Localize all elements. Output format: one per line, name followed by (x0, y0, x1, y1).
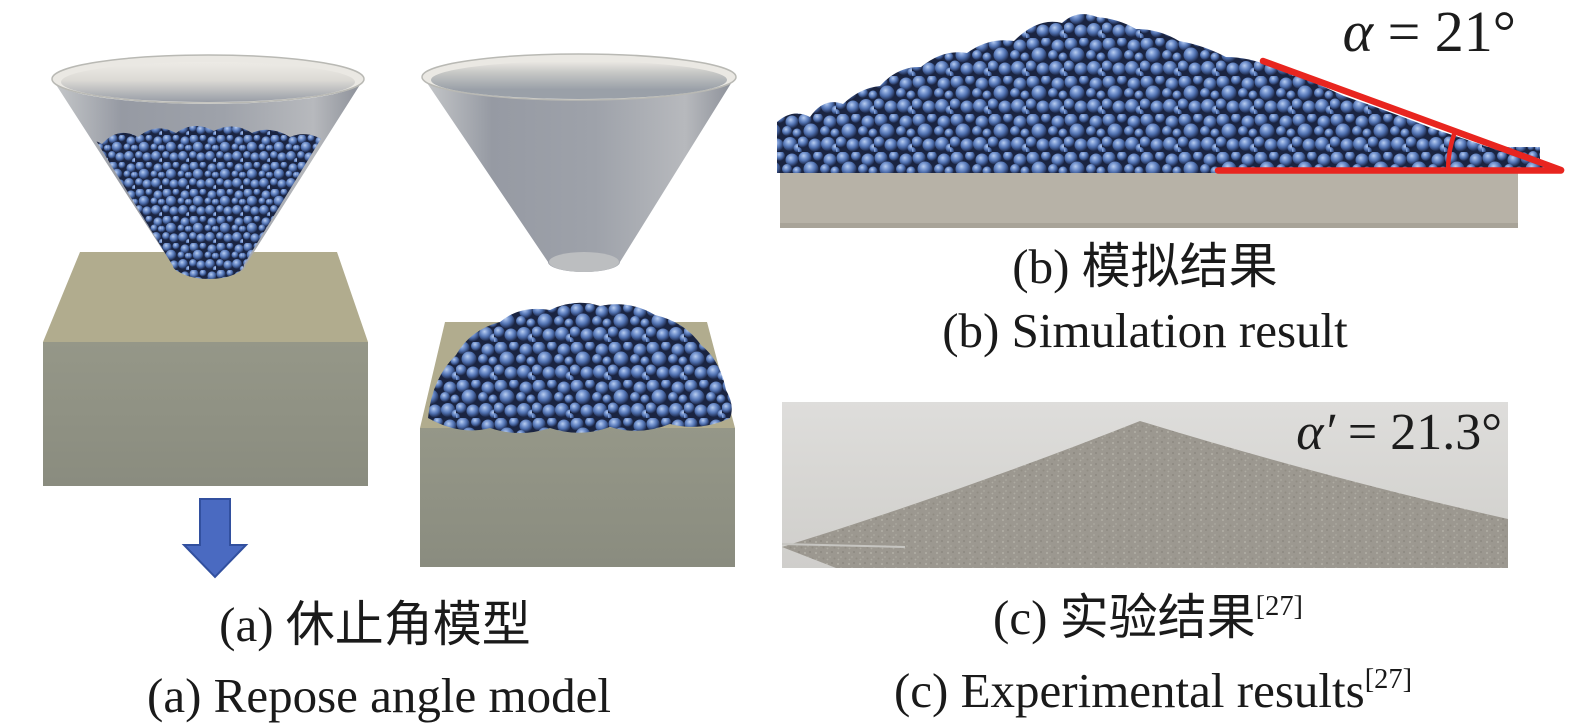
caption-c-zh-text: (c) 实验结果 (993, 590, 1256, 645)
empty-funnel (421, 53, 737, 272)
experiment-photo (781, 402, 1508, 568)
base-slab (780, 173, 1518, 228)
caption-b-chinese: (b) 模拟结果 (845, 239, 1445, 295)
angle-label-simulation: α = 21° (1320, 2, 1516, 62)
substrate-box-1 (43, 252, 368, 486)
funnel1-particle-bulge (174, 264, 244, 279)
simulation-pile (777, 14, 1561, 173)
angle-arc (1445, 129, 1458, 173)
caption-a-english: (a) Repose angle model (79, 668, 679, 723)
angle-slope-line (1259, 57, 1565, 174)
caption-c-english: (c) Experimental results[27] (853, 663, 1453, 719)
alpha-value: = 21° (1373, 0, 1516, 64)
sand-pile (782, 421, 1508, 568)
box2-front-face (420, 428, 735, 567)
caption-a-chinese: (a) 休止角模型 (95, 597, 655, 653)
alpha-symbol: α (1342, 0, 1374, 64)
caption-a-en-text: (a) Repose angle model (147, 668, 611, 723)
alpha-prime-value: = 21.3° (1334, 404, 1502, 461)
caption-b-en-text: (b) Simulation result (942, 303, 1348, 358)
particle-mound (428, 302, 732, 433)
angle-label-experiment: α′ = 21.3° (1270, 406, 1502, 460)
caption-a-zh-text: (a) 休止角模型 (219, 597, 531, 652)
caption-c-chinese: (c) 实验结果[27] (848, 590, 1448, 646)
box1-front-face (43, 342, 368, 486)
caption-b-english: (b) Simulation result (845, 303, 1445, 359)
box1-top-face (43, 252, 368, 342)
arrow-down-icon (181, 498, 249, 579)
funnel2-bottom-opening (549, 252, 619, 272)
caption-c-zh-citation: [27] (1255, 591, 1303, 623)
base-slab-edge (780, 223, 1518, 228)
funnel2-inner-wall (431, 61, 727, 99)
funnel1-inner-wall (61, 62, 355, 102)
caption-c-en-citation: [27] (1364, 664, 1413, 696)
funnel2-body (423, 77, 735, 272)
alpha-prime-symbol: α′ (1296, 404, 1335, 461)
panel-b-graphic (777, 14, 1565, 228)
caption-c-en-text: (c) Experimental results (893, 663, 1365, 718)
table-edge-line (781, 543, 906, 548)
caption-b-zh-text: (b) 模拟结果 (1012, 239, 1278, 294)
angle-marker-lines (1214, 57, 1565, 174)
panel-a-graphic (43, 53, 737, 579)
